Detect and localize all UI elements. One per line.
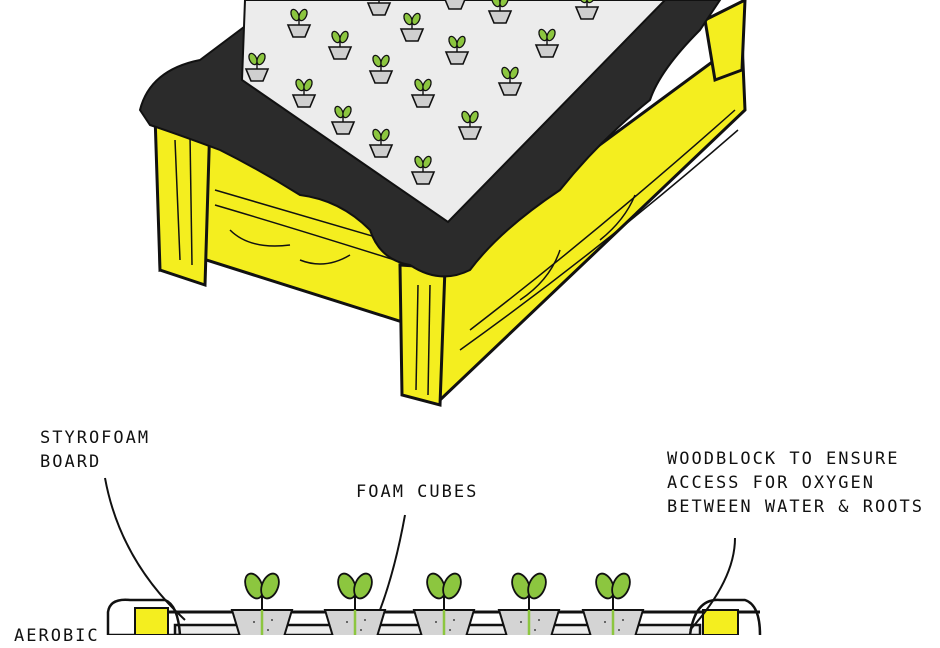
label-styrofoam-board: STYROFOAM BOARD	[40, 426, 150, 474]
label-line: WOODBLOCK TO ENSURE	[667, 447, 924, 471]
label-line: BOARD	[40, 450, 150, 474]
diagram-canvas	[0, 0, 940, 635]
leader-line-styrofoam	[105, 478, 185, 620]
foam-cube-icon	[232, 571, 292, 635]
foam-cube-icon	[499, 571, 559, 635]
label-line: STYROFOAM	[40, 426, 150, 450]
leader-line-foam-cubes	[380, 515, 405, 610]
foam-cube-icon	[414, 571, 474, 635]
label-foam-cubes: FOAM CUBES	[356, 480, 478, 504]
raised-bed	[140, 0, 745, 405]
corner-post-front	[400, 265, 445, 405]
label-woodblock: WOODBLOCK TO ENSURE ACCESS FOR OXYGEN BE…	[667, 447, 924, 519]
label-line: BETWEEN WATER & ROOTS	[667, 495, 924, 519]
foam-cube-icon	[583, 571, 643, 635]
label-line: AEROBIC	[14, 624, 100, 648]
label-aerobic: AEROBIC	[14, 624, 100, 648]
label-line: FOAM CUBES	[356, 480, 478, 504]
foam-cube-icon	[325, 571, 385, 635]
label-line: ACCESS FOR OXYGEN	[667, 471, 924, 495]
